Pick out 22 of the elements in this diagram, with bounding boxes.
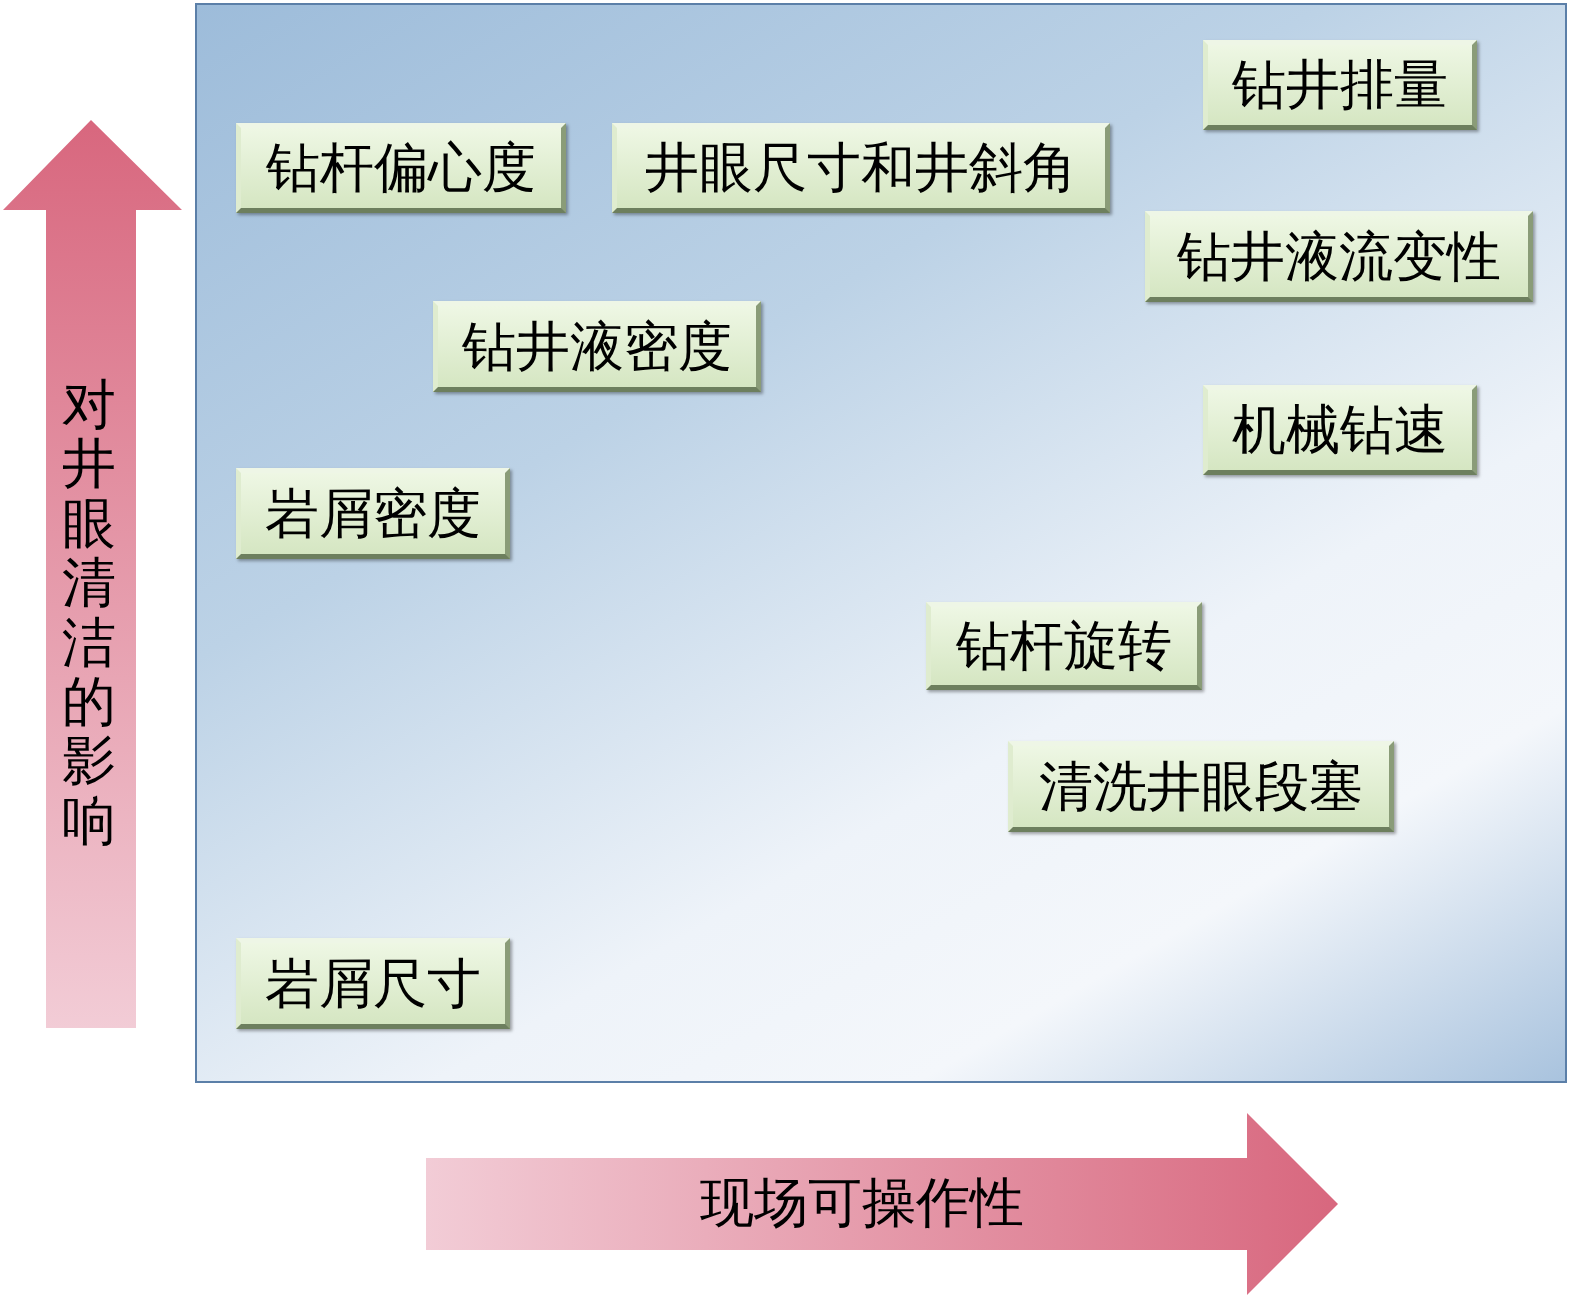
factor-label: 钻杆偏心度: [266, 141, 536, 195]
factor-box: [1203, 40, 1477, 130]
axis-label: 对井眼清洁的影响: [62, 376, 116, 852]
factor-label: 钻井液密度: [462, 319, 732, 374]
factor-box: [926, 602, 1202, 690]
factor-box: [1145, 211, 1533, 302]
factor-box: [612, 123, 1110, 213]
factor-label: 井眼尺寸和井斜角: [645, 141, 1077, 195]
factor-box: [1008, 741, 1394, 832]
factor-label: 岩屑密度: [265, 486, 481, 541]
factor-label: 钻井排量: [1232, 58, 1448, 112]
factor-box: [433, 301, 761, 392]
factor-label: 钻井液流变性: [1177, 229, 1501, 284]
factor-label: 机械钻速: [1232, 403, 1448, 457]
factor-box: [1203, 385, 1477, 475]
factor-label: 钻杆旋转: [956, 619, 1172, 673]
factor-box: [236, 938, 510, 1029]
axis-label: 现场可操作性: [700, 1176, 1024, 1230]
factor-label: 岩屑尺寸: [265, 956, 481, 1011]
factor-box: [236, 123, 566, 213]
factor-label: 清洗井眼段塞: [1039, 759, 1363, 814]
factor-box: [236, 468, 510, 559]
